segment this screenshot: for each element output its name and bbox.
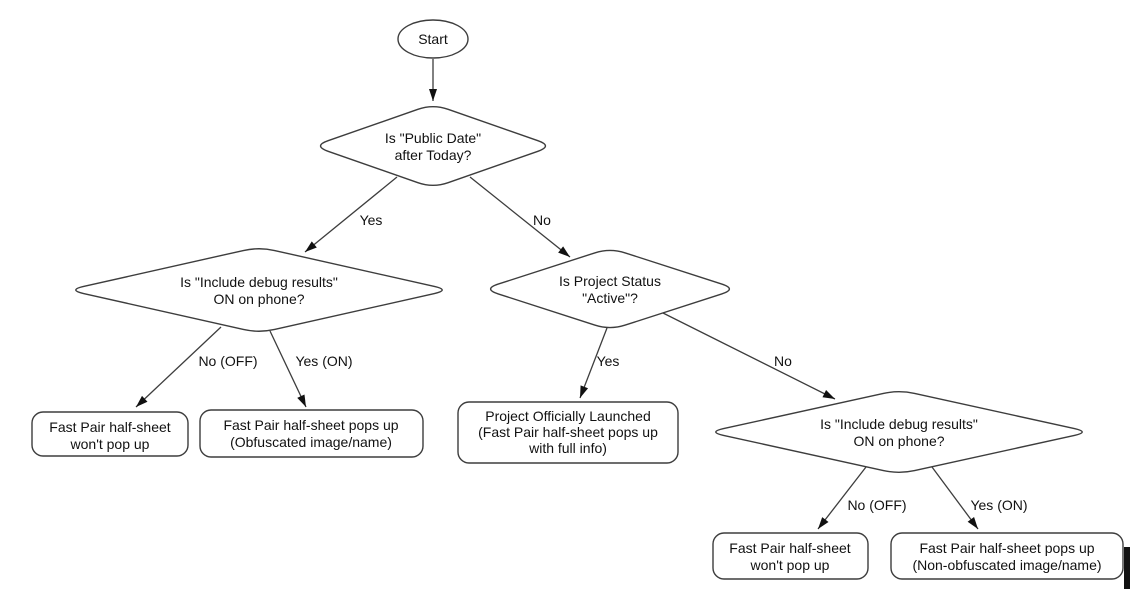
edge-label-no-off-right: No (OFF) xyxy=(847,497,906,513)
arrow-yes-on-to-non-obfuscated xyxy=(931,466,979,530)
decision-debug-left-line2: ON on phone? xyxy=(213,291,304,307)
edge-labels: Yes No No (OFF) Yes (ON) Yes No No (OFF)… xyxy=(198,212,1027,513)
decision-debug-left xyxy=(75,248,443,332)
result-launched-line1: Project Officially Launched xyxy=(485,408,651,424)
result-non-obfuscated-line1: Fast Pair half-sheet pops up xyxy=(919,540,1094,556)
decision-project-status-line2: "Active"? xyxy=(582,290,638,306)
result-launched-line2: (Fast Pair half-sheet pops up xyxy=(478,424,658,440)
decision-project-status xyxy=(489,249,731,329)
result-wont-popup-right-line2: won't pop up xyxy=(750,557,830,573)
decision-public-date-line2: after Today? xyxy=(395,147,472,163)
result-obfuscated xyxy=(199,409,424,458)
edge-label-yes-top: Yes xyxy=(360,212,383,228)
result-obfuscated-line1: Fast Pair half-sheet pops up xyxy=(223,417,398,433)
result-wont-popup-left-line2: won't pop up xyxy=(70,436,150,452)
result-wont-popup-left-line1: Fast Pair half-sheet xyxy=(49,419,170,435)
arrow-yes-to-launched xyxy=(579,327,608,399)
decision-debug-left-line1: Is "Include debug results" xyxy=(180,274,338,290)
decision-public-date xyxy=(319,105,547,187)
result-non-obfuscated xyxy=(890,532,1124,580)
node-labels: Start Is "Public Date" after Today? Is "… xyxy=(49,31,1101,573)
arrow-no-to-project-status xyxy=(469,176,571,258)
arrow-no-off-to-wont-popup-right xyxy=(817,466,867,530)
decision-debug-right-line2: ON on phone? xyxy=(853,433,944,449)
start-node xyxy=(397,19,469,59)
arrow-no-off-to-wont-popup-left xyxy=(135,326,222,408)
result-non-obfuscated-line2: (Non-obfuscated image/name) xyxy=(912,557,1101,573)
result-obfuscated-line2: (Obfuscated image/name) xyxy=(230,434,392,450)
decision-public-date-line1: Is "Public Date" xyxy=(385,130,481,146)
connectors xyxy=(135,59,979,530)
result-wont-popup-right xyxy=(712,532,869,580)
edge-label-yes-mid: Yes xyxy=(597,353,620,369)
result-launched xyxy=(457,401,679,464)
text-cursor-artifact xyxy=(1124,547,1130,589)
arrow-yes-on-to-obfuscated xyxy=(269,330,307,408)
start-label: Start xyxy=(418,31,448,47)
arrow-no-to-debug-right xyxy=(662,312,836,400)
decision-debug-right-line1: Is "Include debug results" xyxy=(820,416,978,432)
result-wont-popup-left xyxy=(31,411,189,457)
nodes xyxy=(31,19,1124,580)
result-launched-line3: with full info) xyxy=(528,440,607,456)
decision-project-status-line1: Is Project Status xyxy=(559,273,661,289)
edge-label-no-mid: No xyxy=(774,353,792,369)
edge-label-yes-on-right: Yes (ON) xyxy=(970,497,1027,513)
arrow-yes-to-debug-left xyxy=(304,176,398,253)
edge-label-no-top: No xyxy=(533,212,551,228)
result-wont-popup-right-line1: Fast Pair half-sheet xyxy=(729,540,850,556)
decision-debug-right xyxy=(715,391,1083,473)
edge-label-no-off-left: No (OFF) xyxy=(198,353,257,369)
edge-label-yes-on-left: Yes (ON) xyxy=(295,353,352,369)
